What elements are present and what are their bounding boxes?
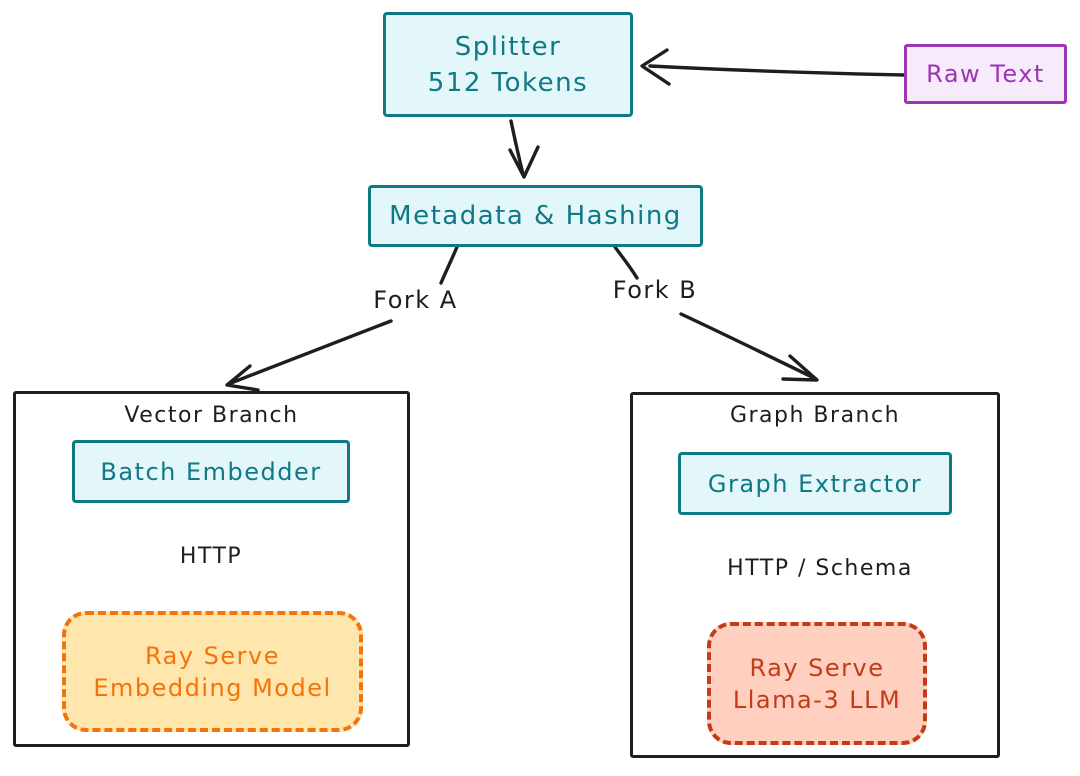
batch-embedder-node: Batch Embedder <box>72 440 350 503</box>
arrow-rawtext-to-splitter <box>648 64 906 77</box>
graph-extractor-node: Graph Extractor <box>678 452 952 515</box>
graph-branch-title: Graph Branch <box>729 403 901 428</box>
raw-text-node: Raw Text <box>904 44 1067 104</box>
splitter-label-line2: 512 Tokens <box>427 67 589 98</box>
ray-serve-embedding-node: Ray Serve Embedding Model <box>62 611 363 732</box>
arrowhead-fork-b <box>781 354 819 382</box>
arrow-fork-b <box>679 312 816 380</box>
ray-serve-embedding-line2: Embedding Model <box>93 673 332 702</box>
raw-text-label: Raw Text <box>926 60 1045 88</box>
fork-a-label: Fork A <box>373 286 458 314</box>
batch-embedder-label: Batch Embedder <box>100 457 322 486</box>
arrowhead-fork-a <box>225 364 260 392</box>
arrowhead-rawtext-to-splitter <box>640 48 671 86</box>
ray-serve-embedding-line1: Ray Serve <box>144 641 281 670</box>
fork-b-label: Fork B <box>612 276 698 304</box>
ray-serve-llama-line1: Ray Serve <box>749 653 885 682</box>
http-edge-label: HTTP <box>179 544 243 569</box>
ray-serve-llama-line2: Llama-3 LLM <box>732 685 902 714</box>
splitter-node: Splitter 512 Tokens <box>383 12 633 117</box>
arrow-splitter-to-metadata <box>509 119 525 176</box>
tail-fork-a <box>439 245 459 285</box>
vector-branch-title: Vector Branch <box>124 403 299 428</box>
splitter-label-line1: Splitter <box>454 31 562 62</box>
metadata-hashing-node: Metadata & Hashing <box>368 185 703 247</box>
ray-serve-llama-node: Ray Serve Llama-3 LLM <box>707 622 927 745</box>
graph-extractor-label: Graph Extractor <box>707 469 923 498</box>
http-schema-edge-label: HTTP / Schema <box>727 556 913 581</box>
arrow-fork-a <box>229 319 393 385</box>
arrowhead-splitter-to-metadata <box>508 145 540 179</box>
metadata-hashing-label: Metadata & Hashing <box>389 201 682 231</box>
